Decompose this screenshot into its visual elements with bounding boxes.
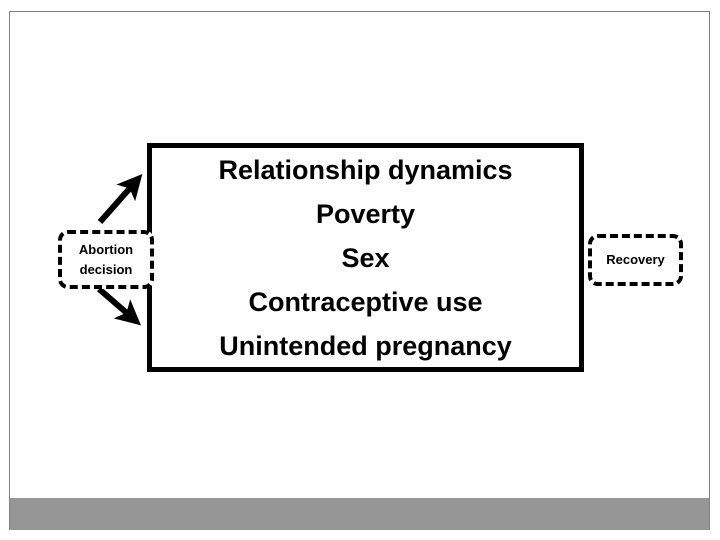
abortion-decision-line-2: decision xyxy=(79,261,133,277)
central-box-line-3: Sex xyxy=(341,242,390,273)
arrow-lower-right xyxy=(97,286,141,326)
recovery-box[interactable]: Recovery xyxy=(588,234,683,286)
abortion-decision-box[interactable]: Abortion decision xyxy=(58,230,154,289)
abortion-decision-line-1: Abortion xyxy=(78,241,134,257)
footer-band xyxy=(10,498,709,530)
central-factors-box[interactable]: Relationship dynamics Poverty Sex Contra… xyxy=(147,143,584,372)
recovery-line-1: Recovery xyxy=(606,252,665,267)
central-box-line-1: Relationship dynamics xyxy=(218,154,513,185)
central-box-line-2: Poverty xyxy=(315,198,416,229)
arrow-upper-right xyxy=(97,174,143,224)
central-box-line-5: Unintended pregnancy xyxy=(219,330,512,361)
central-box-line-4: Contraceptive use xyxy=(248,286,483,317)
